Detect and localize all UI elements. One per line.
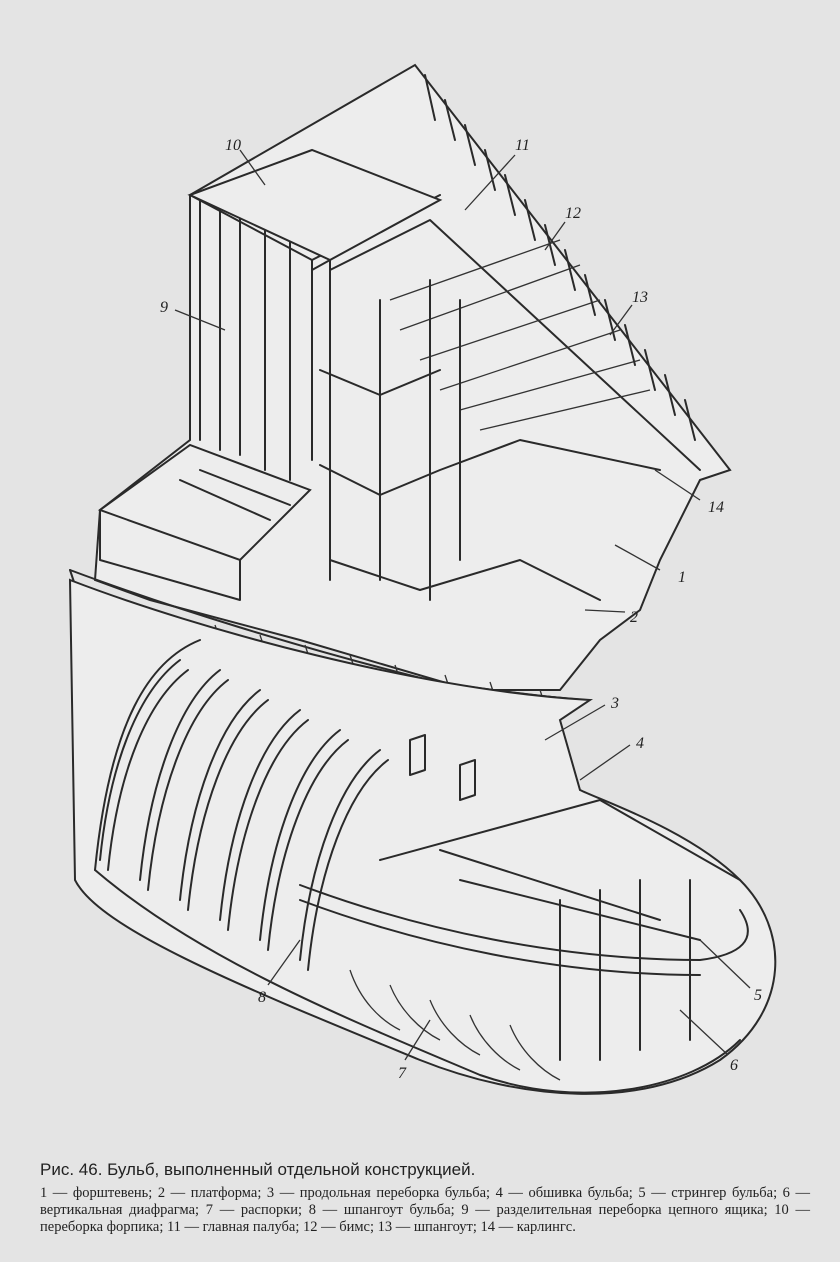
forepeak-hull-block: [93, 63, 732, 691]
figure-caption: Рис. 46. Бульб, выполненный отдельной ко…: [40, 1160, 810, 1236]
callout-3: 3: [610, 695, 619, 712]
callout-1: 1: [678, 569, 686, 586]
callout-4: 4: [636, 735, 644, 752]
bulb-structure-svg: 1 2 3 4 5 6 7 8 9 10 11 12 13 14: [68, 63, 777, 1095]
callout-6: 6: [730, 1057, 738, 1074]
callout-7: 7: [398, 1065, 407, 1082]
callout-14: 14: [708, 499, 724, 516]
callout-2: 2: [630, 609, 638, 626]
leader-lines: [174, 149, 751, 1061]
callout-5: 5: [754, 987, 762, 1004]
callout-11: 11: [515, 137, 530, 154]
callout-12: 12: [565, 205, 581, 222]
callout-10: 10: [225, 137, 241, 154]
bulb-structure-drawing: 1 2 3 4 5 6 7 8 9 10 11 12 13 14: [68, 63, 777, 1095]
caption-title: Рис. 46. Бульб, выполненный отдельной ко…: [40, 1160, 476, 1179]
bulb-shell: [68, 578, 777, 1095]
callout-9: 9: [160, 299, 168, 316]
callout-8: 8: [258, 989, 266, 1006]
callout-13: 13: [632, 289, 648, 306]
caption-legend: 1 — форштевень; 2 — платформа; 3 — продо…: [40, 1185, 810, 1235]
